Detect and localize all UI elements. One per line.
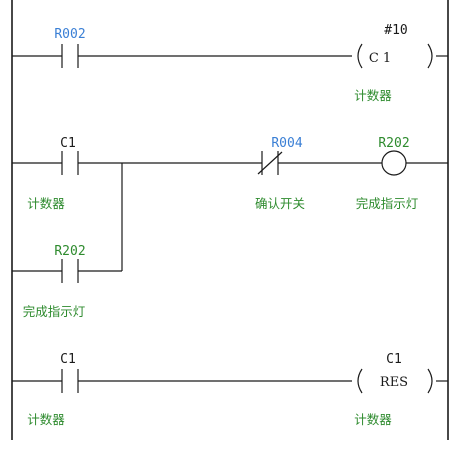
rung-1: R002 #10 C 1 计数器 (12, 23, 448, 103)
parallel-contact-comment: 完成指示灯 (23, 304, 86, 319)
no-contact-c1[interactable] (61, 151, 79, 175)
coil-text: C 1 (369, 51, 391, 66)
contact-address: C1 (60, 136, 76, 151)
parallel-contact-address: R202 (54, 244, 85, 259)
coil-comment: 计数器 (354, 412, 392, 427)
output-coil-r202[interactable] (381, 150, 407, 176)
contact-comment: 计数器 (27, 412, 65, 427)
coil-address: R202 (378, 136, 409, 151)
no-contact-r202[interactable] (61, 259, 79, 283)
coil-comment: 完成指示灯 (356, 196, 419, 211)
reset-coil[interactable] (357, 368, 433, 394)
contact-address: C1 (60, 352, 76, 367)
counter-coil[interactable] (357, 43, 433, 69)
contact-address: R002 (54, 27, 85, 42)
no-contact-c1[interactable] (61, 369, 79, 393)
coil-preset: #10 (384, 23, 407, 38)
coil-comment: 计数器 (354, 88, 392, 103)
rung-3: C1 计数器 C1 RES 计数器 (12, 352, 448, 427)
rung-2: C1 计数器 R004 确认开关 R202 完成指示灯 R202 完成指示灯 (12, 136, 448, 319)
coil-text: RES (380, 375, 408, 390)
nc-contact-address: R004 (271, 136, 302, 151)
nc-contact-comment: 确认开关 (255, 196, 305, 211)
contact-comment: 计数器 (27, 196, 65, 211)
no-contact-r002[interactable] (61, 44, 79, 68)
coil-address: C1 (386, 352, 402, 367)
